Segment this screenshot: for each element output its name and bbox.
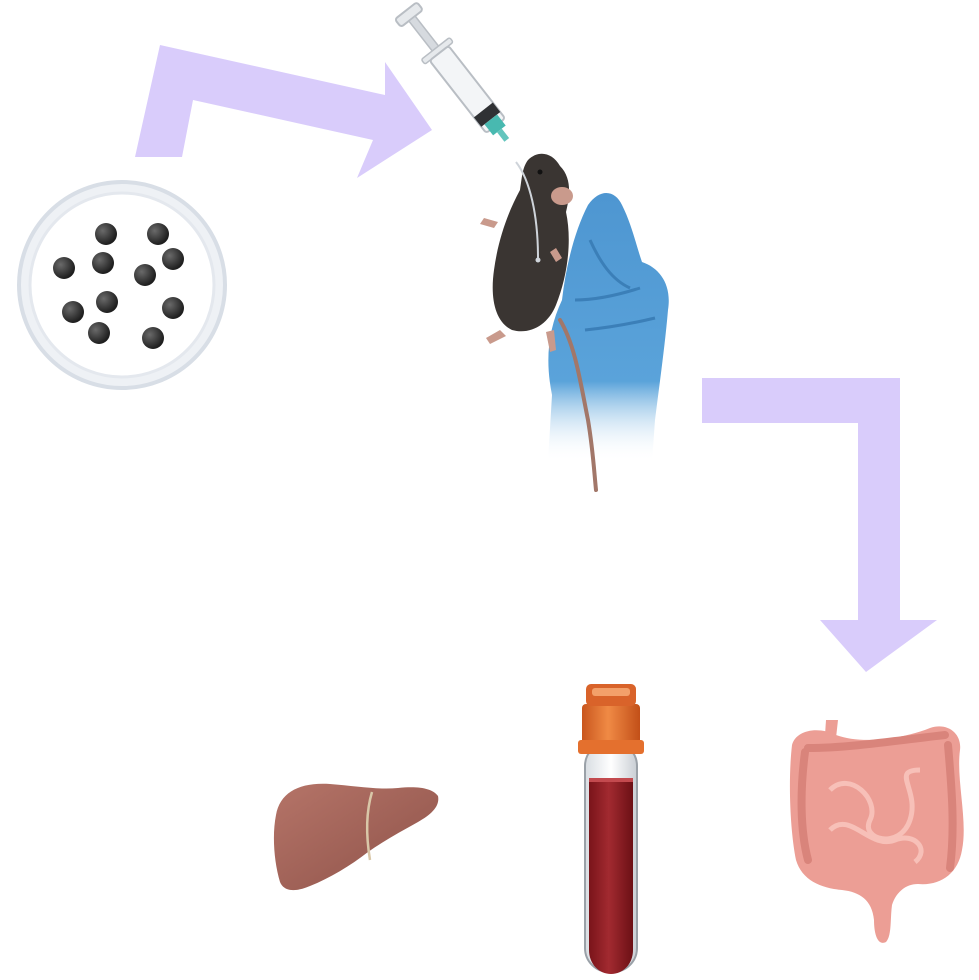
liver-icon: [274, 784, 438, 890]
mouse-body: [493, 154, 569, 332]
flow-arrow-2: [702, 378, 937, 672]
blood-tube-icon: [578, 684, 644, 974]
particle: [92, 252, 114, 274]
particle: [162, 297, 184, 319]
particle: [147, 223, 169, 245]
flow-arrow-1: [135, 45, 432, 178]
mouse-gavage-icon: [392, 0, 669, 490]
particle: [95, 223, 117, 245]
intestine-icon: [790, 720, 964, 943]
petri-dish-icon: [19, 182, 225, 388]
particle: [96, 291, 118, 313]
particle: [53, 257, 75, 279]
particle: [134, 264, 156, 286]
particle: [62, 301, 84, 323]
particle: [142, 327, 164, 349]
particle: [88, 322, 110, 344]
particle: [162, 248, 184, 270]
